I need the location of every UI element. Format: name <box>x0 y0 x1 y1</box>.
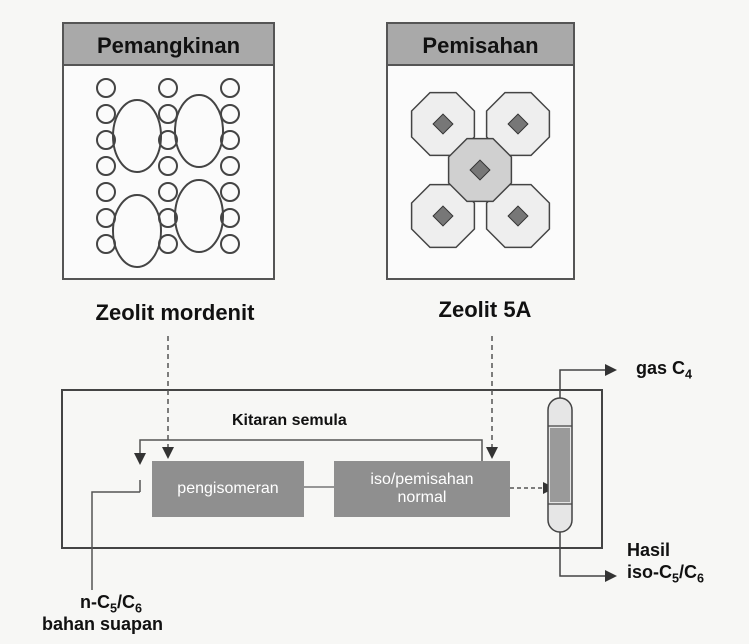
isomerization-box: pengisomeran <box>152 461 304 517</box>
zeolite-5a-structure-panel <box>386 64 575 280</box>
cage-window <box>507 205 529 227</box>
mordenite-structure-panel <box>62 64 275 280</box>
product-outlet-line <box>559 532 617 582</box>
framework-channel <box>174 179 224 253</box>
mordenite-framework-illustration <box>96 78 240 268</box>
zeolite-5a-cage-illustration <box>410 91 551 249</box>
cage-window <box>432 113 454 135</box>
gas-outlet-line <box>559 364 617 398</box>
framework-channel <box>112 99 162 173</box>
framework-ring <box>158 182 178 202</box>
cage-window <box>507 113 529 135</box>
recycle-label: Kitaran semula <box>232 412 347 429</box>
cage-window <box>469 159 491 181</box>
framework-channel <box>174 94 224 168</box>
product-title-label: Hasil <box>627 540 671 560</box>
distillation-column <box>547 397 573 533</box>
framework-ring <box>220 208 240 228</box>
separation-label-line1: iso/pemisahan <box>370 471 474 488</box>
framework-ring <box>96 156 116 176</box>
framework-ring <box>220 156 240 176</box>
mordenite-caption: Zeolit mordenit <box>95 300 255 325</box>
framework-ring <box>158 156 178 176</box>
product-iso-label: iso-C5/C6 <box>627 562 705 586</box>
separation-panel-title: Pemisahan <box>386 22 575 66</box>
framework-ring <box>220 234 240 254</box>
framework-ring <box>96 104 116 124</box>
separation-label-line2: normal <box>397 489 447 506</box>
framework-ring <box>96 130 116 150</box>
zeolite-5a-caption: Zeolit 5A <box>438 297 532 322</box>
separation-box: iso/pemisahan normal <box>334 461 510 517</box>
framework-ring <box>220 130 240 150</box>
recycle-loop-line <box>134 439 483 465</box>
framework-ring <box>220 182 240 202</box>
separation-label: iso/pemisahan normal <box>370 471 473 507</box>
framework-ring <box>220 78 240 98</box>
framework-ring <box>96 182 116 202</box>
catalysis-panel-title: Pemangkinan <box>62 22 275 66</box>
framework-ring <box>158 130 178 150</box>
feed-description-label: bahan suapan <box>42 614 164 634</box>
cage-window <box>432 205 454 227</box>
process-unit-frame <box>61 389 603 549</box>
framework-channel <box>112 194 162 268</box>
framework-ring <box>158 78 178 98</box>
gas-c4-label: gas C4 <box>636 358 693 382</box>
feed-label: n-C5/C6 <box>80 592 143 616</box>
isomerization-label: pengisomeran <box>177 480 279 497</box>
framework-ring <box>96 78 116 98</box>
feed-line <box>91 491 140 590</box>
